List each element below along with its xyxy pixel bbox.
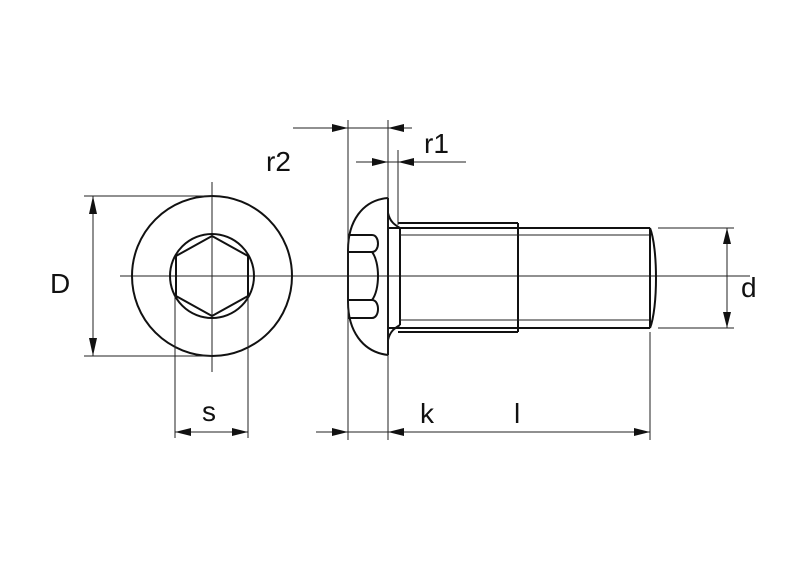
arrow-right-icon — [634, 428, 650, 436]
label-k: k — [420, 398, 434, 429]
arrow-right-icon — [232, 428, 248, 436]
arrow-up-icon — [723, 228, 731, 244]
arrow-right-icon — [332, 124, 348, 132]
socket-bottom-lobe — [348, 299, 379, 319]
side-view — [293, 120, 734, 440]
arrow-down-icon — [89, 338, 97, 356]
arrow-right-icon — [332, 428, 348, 436]
arrow-up-icon — [89, 196, 97, 214]
label-l: l — [514, 398, 521, 429]
arrow-left-icon — [388, 124, 404, 132]
chamfer-end — [649, 227, 657, 329]
label-D: D — [50, 268, 71, 299]
label-r2: r2 — [266, 146, 291, 177]
arrow-left-icon — [398, 158, 414, 166]
socket-bottom-curve — [371, 251, 379, 301]
fillet-bottom — [387, 324, 401, 341]
socket-circle — [169, 233, 255, 319]
arrow-left-icon — [388, 428, 404, 436]
label-r1: r1 — [424, 128, 449, 159]
label-s: s — [202, 396, 216, 427]
arrow-left-icon — [175, 428, 191, 436]
socket-top-lobe — [348, 234, 379, 253]
arrow-right-icon — [372, 158, 388, 166]
arrow-down-icon — [723, 312, 731, 328]
end-view — [84, 182, 750, 438]
label-d: d — [741, 272, 757, 303]
hex-socket — [175, 234, 249, 318]
